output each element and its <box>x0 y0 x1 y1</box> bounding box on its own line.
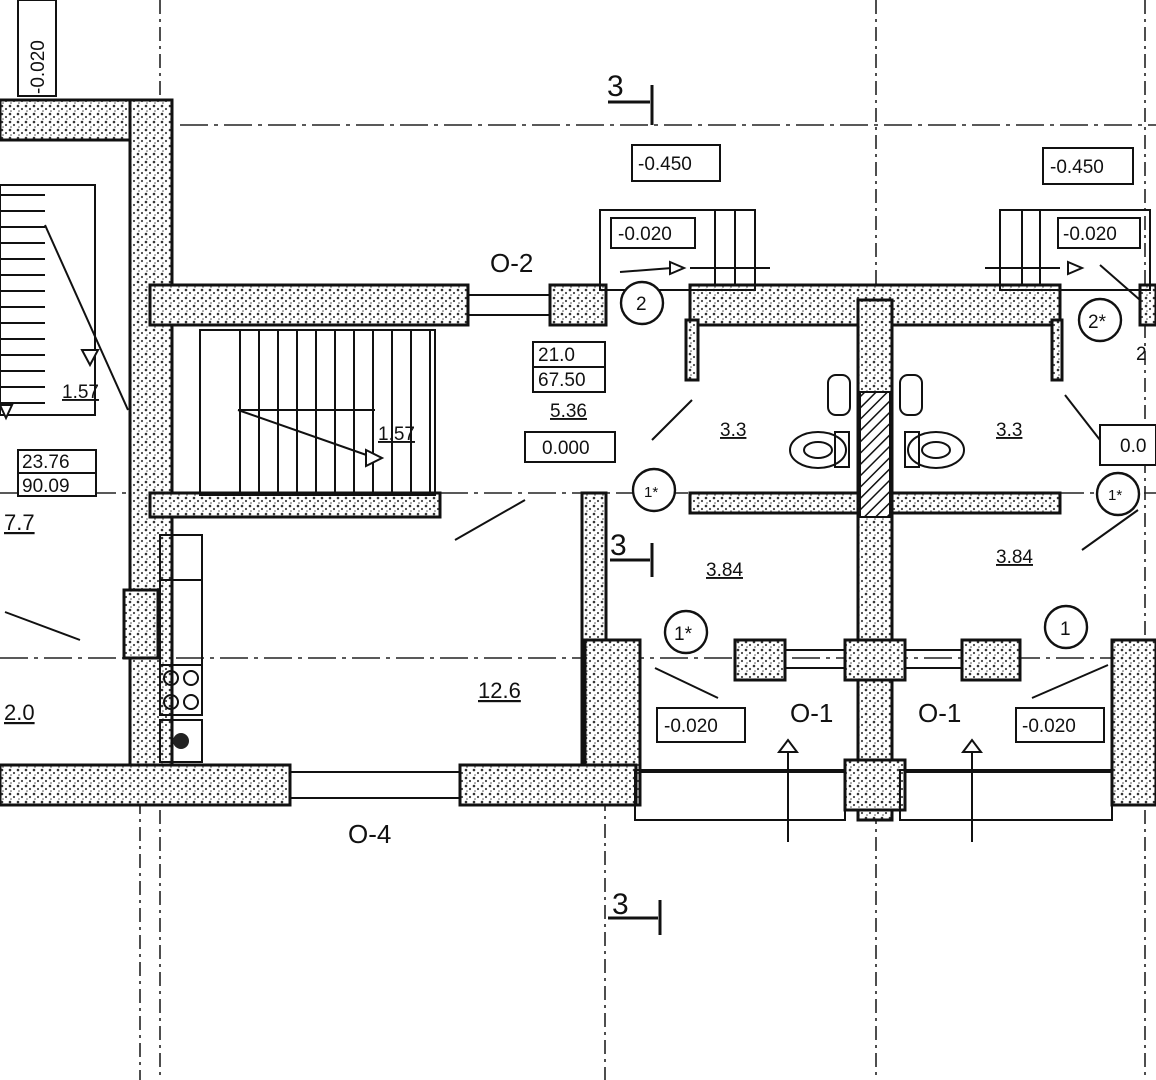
area-hall-total-b: 67.50 <box>538 370 586 391</box>
door-mark-1star-hall: 1* <box>644 484 658 501</box>
area-hall-total-a: 21.0 <box>538 345 575 366</box>
windows <box>290 294 1112 799</box>
door-mark-2-right: 2* <box>1088 312 1107 333</box>
area-vest-left: 3.84 <box>706 560 743 581</box>
area-right-partial: 2 <box>1136 344 1147 365</box>
labels: 3 3 3 -0.020 -0.450 -0.450 -0.020 -0.020… <box>4 40 1147 921</box>
area-hall: 5.36 <box>550 401 587 422</box>
fixtures <box>159 374 965 763</box>
door-mark-1star-right: 1* <box>1108 487 1122 504</box>
level-floor-right-partial: 0.0 <box>1120 436 1146 457</box>
stairs <box>0 184 436 496</box>
opening-o1-right: O-1 <box>918 698 961 728</box>
area-bath-left: 3.3 <box>720 420 746 441</box>
area-stair: 1.57 <box>378 424 415 445</box>
level-entry-right: -0.450 <box>1050 157 1104 178</box>
door-mark-2-left: 2 <box>636 294 647 315</box>
entry-arrows <box>0 260 1085 842</box>
section-mark-middle: 3 <box>610 529 627 562</box>
level-floor-hall: 0.000 <box>542 438 590 459</box>
door-mark-1star-vest: 1* <box>674 624 693 645</box>
level-entry-left: -0.450 <box>638 154 692 175</box>
opening-o1-left: O-1 <box>790 698 833 728</box>
section-marks <box>608 85 662 935</box>
area-left-stair: 1.57 <box>62 382 99 403</box>
entrance-steps <box>599 209 1151 821</box>
walls <box>0 98 1156 822</box>
area-kitchen: 12.6 <box>478 678 521 703</box>
area-left-block-b: 90.09 <box>22 476 70 497</box>
area-bath-right: 3.3 <box>996 420 1022 441</box>
section-mark-top: 3 <box>607 70 624 103</box>
level-porch-left: -0.020 <box>664 716 718 737</box>
level-step-right: -0.020 <box>1063 224 1117 245</box>
opening-o4: O-4 <box>348 819 391 849</box>
level-porch-right: -0.020 <box>1022 716 1076 737</box>
door-mark-1-right: 1 <box>1060 619 1071 640</box>
door-circles <box>619 280 1141 655</box>
section-mark-bottom: 3 <box>612 888 629 921</box>
level-corner: -0.020 <box>28 40 49 94</box>
area-left-bottom: 2.0 <box>4 700 35 725</box>
level-boxes <box>17 0 1156 743</box>
area-left-room: 7.7 <box>4 510 35 535</box>
area-vest-right: 3.84 <box>996 547 1033 568</box>
opening-o2: O-2 <box>490 248 533 278</box>
door-swings <box>4 264 1141 699</box>
level-step-left: -0.020 <box>618 224 672 245</box>
area-left-block-a: 23.76 <box>22 452 70 473</box>
